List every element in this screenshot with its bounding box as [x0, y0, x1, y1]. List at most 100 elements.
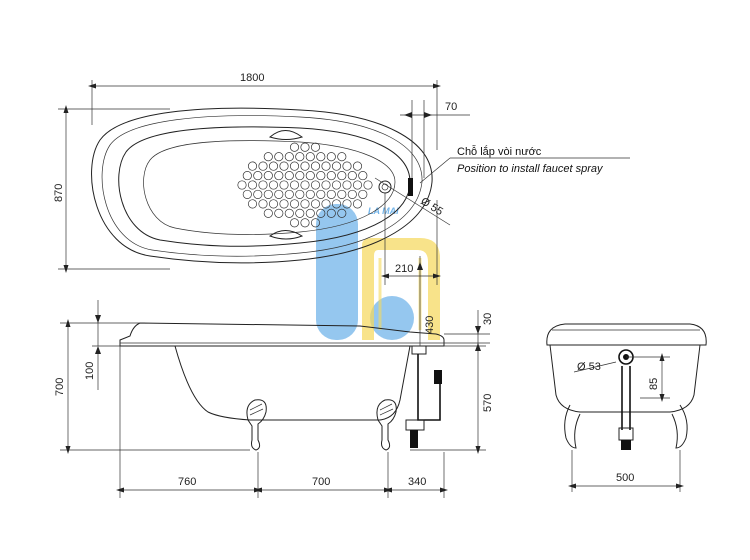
side-view-body — [174, 345, 411, 421]
watermark-text: LA MAI — [368, 206, 399, 216]
anti-slip-dot — [331, 180, 342, 190]
anti-slip-dot — [342, 180, 352, 190]
headrest-pad-bottom — [268, 230, 304, 240]
dim-end-drain-height: 85 — [648, 378, 660, 390]
end-view: Ø 53 85 500 — [546, 323, 707, 492]
anti-slip-dot — [337, 189, 347, 199]
anti-slip-dot — [237, 180, 247, 190]
anti-slip-dot — [342, 161, 352, 171]
anti-slip-dot — [258, 199, 268, 209]
anti-slip-dot — [316, 208, 326, 218]
dim-side-inner-height: 570 — [482, 394, 494, 412]
anti-slip-dot — [326, 152, 336, 162]
end-view-body — [549, 344, 701, 413]
dim-side-foot-left: 760 — [178, 476, 196, 488]
anti-slip-dot — [305, 189, 315, 199]
anti-slip-dot — [310, 218, 321, 228]
anti-slip-dot — [263, 189, 273, 199]
headrest-pad-top — [268, 130, 304, 140]
dim-top-width: 870 — [53, 184, 65, 202]
anti-slip-dot — [258, 180, 268, 190]
anti-slip-dot — [247, 199, 258, 209]
anti-slip-dot — [268, 199, 279, 209]
anti-slip-dot — [310, 142, 321, 152]
anti-slip-dot — [342, 199, 352, 209]
side-foot-right — [376, 399, 397, 451]
anti-slip-dot — [363, 180, 373, 190]
top-view-outer-shell — [91, 107, 433, 264]
anti-slip-dot — [331, 161, 342, 171]
dim-end-drain-diameter: Ø 53 — [577, 361, 601, 373]
anti-slip-dot — [305, 171, 315, 181]
dim-faucet-offset: 70 — [445, 101, 457, 113]
dim-side-rim: 30 — [482, 313, 494, 325]
anti-slip-dot — [289, 161, 300, 171]
side-view: 430 30 700 100 570 760 700 — [54, 256, 494, 498]
anti-slip-dot — [279, 199, 289, 209]
anti-slip-dot — [295, 208, 305, 218]
anti-slip-dot — [316, 152, 326, 162]
anti-slip-dot — [263, 152, 273, 162]
anti-slip-dot — [300, 199, 310, 209]
anti-slip-dot — [284, 189, 294, 199]
anti-slip-dot — [326, 208, 336, 218]
watermark-blue-dot — [370, 296, 414, 340]
anti-slip-dot — [253, 171, 263, 181]
side-foot-left — [246, 399, 267, 451]
side-view-rim — [119, 322, 445, 347]
dim-side-drain-height: 430 — [424, 316, 436, 334]
anti-slip-dot — [316, 171, 326, 181]
anti-slip-dot — [274, 208, 284, 218]
anti-slip-dot — [268, 161, 279, 171]
anti-slip-dot — [300, 142, 310, 152]
dim-top-length: 1800 — [240, 72, 264, 84]
anti-slip-dot — [347, 171, 357, 181]
anti-slip-dot — [295, 152, 305, 162]
anti-slip-dot — [268, 180, 279, 190]
anti-slip-dot — [295, 189, 305, 199]
watermark-yellow-arc — [362, 238, 440, 340]
watermark-blue-bar — [316, 204, 358, 340]
anti-slip-dot — [274, 152, 284, 162]
anti-slip-dot — [295, 171, 305, 181]
anti-slip-dot — [326, 189, 336, 199]
faucet-leader — [419, 157, 451, 184]
anti-slip-dot — [347, 189, 357, 199]
overflow-slot — [408, 178, 413, 196]
anti-slip-dot — [300, 180, 310, 190]
end-foot-right — [671, 404, 688, 449]
anti-slip-dot — [242, 189, 252, 199]
anti-slip-dot — [316, 189, 326, 199]
anti-slip-dot — [274, 189, 284, 199]
anti-slip-dot — [289, 142, 300, 152]
anti-slip-dot — [242, 171, 252, 181]
anti-slip-dot — [274, 171, 284, 181]
top-view-inner-basin — [118, 126, 411, 247]
anti-slip-dot — [310, 161, 321, 171]
anti-slip-dot — [352, 161, 363, 171]
faucet-note-vn: Chỗ lắp vòi nước — [457, 145, 542, 158]
anti-slip-dot — [305, 208, 315, 218]
anti-slip-dot — [258, 161, 268, 171]
faucet-note-en: Position to install faucet spray — [457, 163, 604, 175]
dim-faucet-center: 210 — [395, 263, 413, 275]
anti-slip-dot — [310, 199, 321, 209]
end-drain-assembly — [618, 349, 634, 450]
watermark-logo: LA MAI — [316, 204, 440, 340]
top-view-floor — [143, 140, 396, 235]
dim-side-foot-spacing: 700 — [312, 476, 330, 488]
anti-slip-dot — [331, 199, 342, 209]
anti-slip-dot — [279, 180, 289, 190]
anti-slip-dot — [358, 171, 368, 181]
faucet-diameter-leader — [374, 177, 451, 226]
end-foot-left — [564, 404, 581, 449]
anti-slip-dot-pattern — [237, 142, 373, 228]
top-view-rim-line — [101, 115, 423, 257]
anti-slip-dot — [263, 171, 273, 181]
anti-slip-dot — [284, 208, 294, 218]
anti-slip-dot — [247, 161, 258, 171]
dim-side-height: 700 — [54, 378, 66, 396]
end-view-rim — [546, 323, 707, 346]
anti-slip-dot — [337, 152, 347, 162]
